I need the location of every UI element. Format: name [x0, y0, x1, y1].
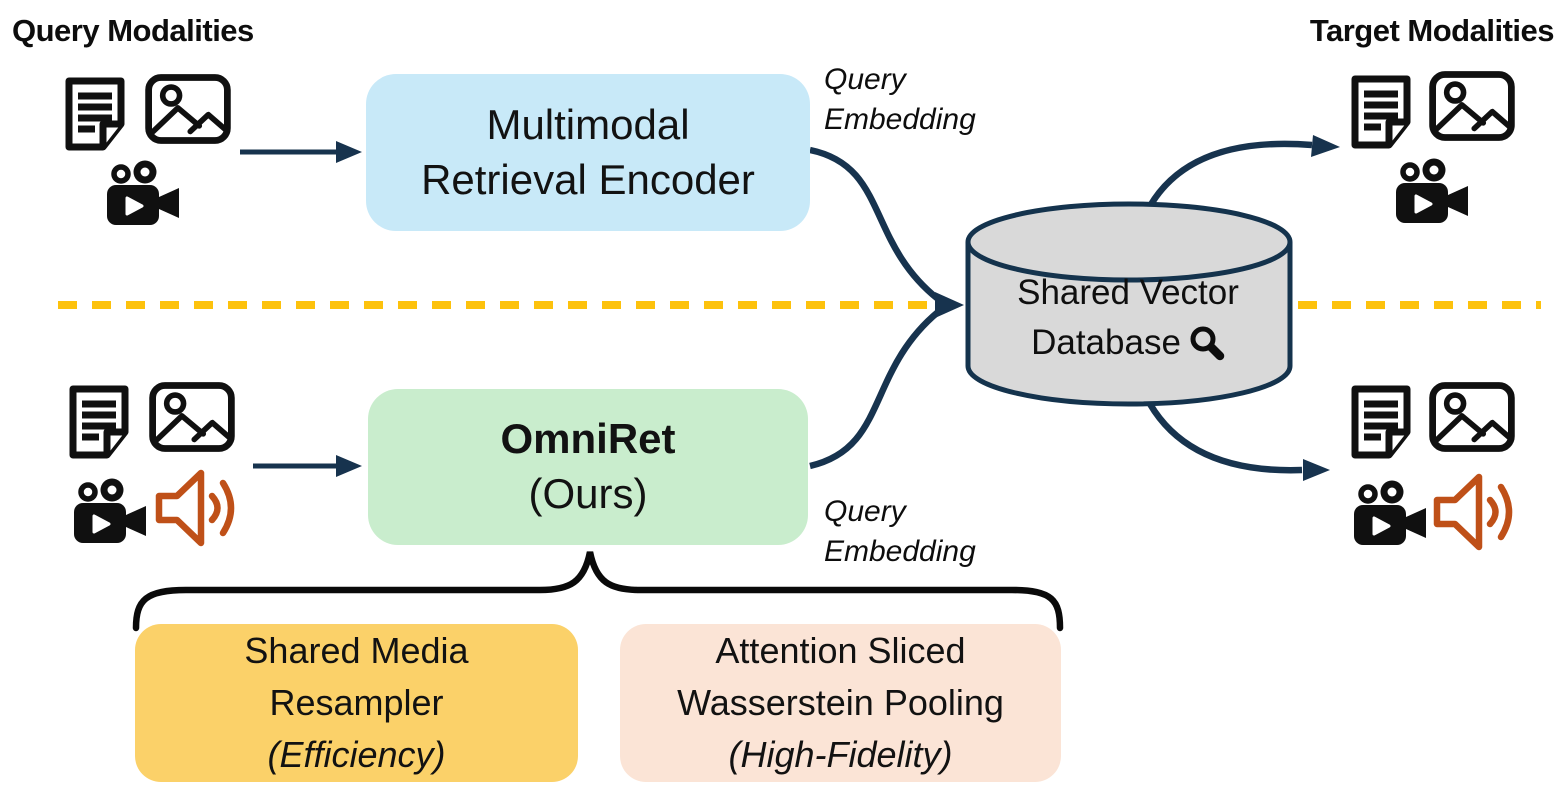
- database-cylinder: [965, 201, 1293, 407]
- query-embedding-bottom-line2: Embedding: [824, 534, 976, 568]
- query-embedding-top-line1: Query: [824, 63, 906, 96]
- encoder-box-line1: Multimodal: [486, 100, 690, 148]
- pooling-box-line1: Attention Sliced: [715, 630, 966, 672]
- resampler-box-line3: (Efficiency): [267, 733, 446, 775]
- image-icon: [1428, 70, 1516, 142]
- image-icon: [1428, 381, 1516, 453]
- attention-sliced-wasserstein-pooling-box: Attention Sliced Wasserstein Pooling (Hi…: [620, 624, 1061, 782]
- video-camera-icon: [1390, 157, 1476, 229]
- video-camera-icon: [1348, 479, 1434, 551]
- database-label-line2: Database: [1031, 322, 1181, 362]
- arrow-database-to-targets-bottom: [1147, 402, 1330, 481]
- document-icon: [66, 384, 132, 460]
- image-icon: [148, 381, 236, 453]
- shared-media-resampler-box: Shared Media Resampler (Efficiency): [135, 624, 578, 782]
- target-modalities-heading: Target Modalities: [1309, 13, 1555, 48]
- video-camera-icon: [68, 477, 154, 549]
- document-icon: [1348, 74, 1414, 150]
- document-icon: [1348, 384, 1414, 460]
- arrow-encoder-to-database: [809, 146, 941, 302]
- query-embedding-bottom-line1: Query: [824, 495, 906, 528]
- resampler-box-line2: Resampler: [269, 682, 444, 724]
- shared-vector-database-label: Shared Vector Database: [962, 268, 1294, 367]
- encoder-box-line2: Retrieval Encoder: [421, 155, 755, 203]
- omniret-box: OmniRet (Ours): [368, 389, 808, 545]
- video-camera-icon: [101, 159, 187, 231]
- image-icon: [144, 73, 232, 145]
- multimodal-retrieval-encoder-box: Multimodal Retrieval Encoder: [366, 74, 810, 231]
- arrowhead-into-database: [935, 292, 964, 318]
- resampler-box-line1: Shared Media: [244, 630, 469, 672]
- speaker-icon: [1428, 466, 1522, 558]
- query-embedding-top-line2: Embedding: [824, 102, 976, 136]
- omniret-box-line2: (Ours): [528, 470, 648, 517]
- query-modalities-heading: Query Modalities: [12, 13, 254, 48]
- arrow-query-to-encoder: [240, 141, 362, 163]
- arrow-query-to-omniret: [253, 455, 362, 477]
- arrow-database-to-targets-top: [1147, 135, 1340, 208]
- pooling-box-line2: Wasserstein Pooling: [677, 682, 1004, 724]
- arrow-omniret-to-database: [809, 309, 941, 470]
- speaker-icon: [150, 462, 244, 554]
- magnifier-icon: [1189, 325, 1225, 361]
- curly-brace: [132, 551, 1064, 632]
- pooling-box-line3: (High-Fidelity): [728, 733, 953, 775]
- database-label-line1: Shared Vector: [1017, 273, 1239, 312]
- query-embedding-label-bottom: Query Embedding: [824, 492, 976, 571]
- omniret-box-line1: OmniRet: [500, 415, 676, 463]
- document-icon: [62, 76, 128, 152]
- query-embedding-label-top: Query Embedding: [824, 60, 976, 139]
